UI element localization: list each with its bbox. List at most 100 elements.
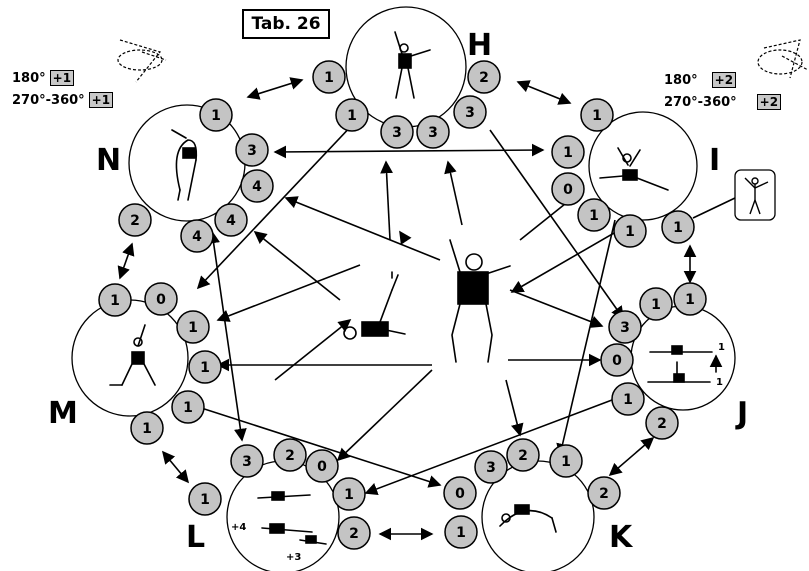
- score-badge-i3: 0: [552, 173, 584, 205]
- score-badge-value: 1: [324, 70, 334, 86]
- score-badge-value: 3: [247, 143, 257, 159]
- station-label-m: M: [48, 396, 78, 431]
- l-note-bottom: +3: [286, 552, 301, 563]
- table-label: Tab. 26: [242, 9, 330, 39]
- score-badge-h2: 2: [468, 61, 500, 93]
- score-badge-value: 1: [589, 208, 599, 224]
- score-badge-value: 2: [285, 448, 295, 464]
- score-badge-value: 1: [561, 454, 571, 470]
- score-badge-l3: 0: [306, 450, 338, 482]
- left-rot-line2-angle: 270°-360°: [12, 93, 85, 108]
- score-badge-value: 1: [673, 220, 683, 236]
- left-rot-line1-angle: 180°: [12, 71, 46, 86]
- score-badge-h1: 1: [313, 61, 345, 93]
- score-badge-value: 4: [252, 179, 262, 195]
- right-rot-line1-angle: 180°: [664, 73, 698, 88]
- station-circle-m: [72, 300, 188, 416]
- score-badge-value: 1: [651, 297, 661, 313]
- score-badge-value: 2: [599, 486, 609, 502]
- score-badge-i6: 1: [662, 211, 694, 243]
- score-badge-j4: 0: [601, 344, 633, 376]
- score-badge-m6: 1: [131, 412, 163, 444]
- right-rot-line2-bonus: +2: [757, 94, 781, 110]
- score-badge-value: 0: [317, 459, 327, 475]
- score-badge-k3: 1: [550, 445, 582, 477]
- score-badge-value: 4: [192, 229, 202, 245]
- score-badge-value: 1: [183, 400, 193, 416]
- score-badge-value: 2: [518, 448, 528, 464]
- score-badge-j6: 2: [646, 407, 678, 439]
- score-badge-k4: 0: [444, 477, 476, 509]
- figure-center-icon: [450, 240, 510, 362]
- score-badge-k6: 2: [588, 477, 620, 509]
- left-rotation-legend: 180°+1 270°-360°+1: [12, 68, 113, 112]
- j-note-top: 1: [718, 342, 725, 353]
- score-badge-value: 0: [563, 182, 573, 198]
- score-badge-value: 1: [188, 320, 198, 336]
- rotation-left-icon: [118, 40, 166, 82]
- score-badge-h6: 3: [454, 96, 486, 128]
- station-label-i: I: [709, 143, 720, 178]
- station-label-j: J: [737, 396, 748, 431]
- score-badge-value: 2: [479, 70, 489, 86]
- score-badge-i5: 1: [614, 215, 646, 247]
- score-badge-value: 3: [620, 320, 630, 336]
- score-badge-n6: 2: [119, 204, 151, 236]
- score-badge-j1: 1: [640, 288, 672, 320]
- score-badge-value: 1: [110, 293, 120, 309]
- score-badge-i1: 1: [581, 99, 613, 131]
- score-badge-value: 3: [392, 125, 402, 141]
- j-note-bottom: 1: [716, 377, 723, 388]
- left-rot-line1-bonus: +1: [50, 70, 74, 86]
- score-badge-h5: 3: [417, 116, 449, 148]
- score-badge-value: 1: [142, 421, 152, 437]
- score-badge-n3: 4: [241, 170, 273, 202]
- score-badge-l2: 2: [274, 439, 306, 471]
- score-badge-m2: 0: [145, 283, 177, 315]
- right-rot-line2-angle: 270°-360°: [664, 95, 737, 110]
- score-badge-value: 1: [211, 108, 221, 124]
- score-badge-value: 3: [465, 105, 475, 121]
- right-rotation-legend: 180° +2 270°-360° +2: [664, 70, 781, 114]
- station-label-l: L: [186, 520, 205, 555]
- score-badge-j3: 3: [609, 311, 641, 343]
- score-badge-j5: 1: [612, 383, 644, 415]
- score-badge-value: 4: [226, 213, 236, 229]
- score-badge-h4: 3: [381, 116, 413, 148]
- l-note-left: +4: [231, 522, 246, 533]
- score-badge-value: 2: [657, 416, 667, 432]
- score-badge-value: 1: [456, 525, 466, 541]
- station-circle-j: [631, 306, 735, 410]
- score-badge-m1: 1: [99, 284, 131, 316]
- score-badge-m3: 1: [177, 311, 209, 343]
- score-badge-l4: 1: [333, 478, 365, 510]
- score-badge-i4: 1: [578, 199, 610, 231]
- score-badge-n2: 3: [236, 134, 268, 166]
- score-badge-i2: 1: [552, 136, 584, 168]
- score-badge-value: 0: [455, 486, 465, 502]
- score-badge-m4: 1: [189, 351, 221, 383]
- score-badge-j2: 1: [674, 283, 706, 315]
- score-badge-value: 1: [592, 108, 602, 124]
- score-badge-n4: 4: [215, 204, 247, 236]
- station-label-k: K: [609, 520, 632, 555]
- station-label-n: N: [96, 143, 121, 178]
- figure-center-floor-icon: [344, 272, 405, 339]
- right-rot-line1-bonus: +2: [712, 72, 736, 88]
- score-badge-n1: 1: [200, 99, 232, 131]
- score-badge-l5: 1: [189, 483, 221, 515]
- score-badge-value: 1: [563, 145, 573, 161]
- score-badge-k5: 1: [445, 516, 477, 548]
- score-badge-value: 1: [625, 224, 635, 240]
- score-badge-value: 3: [242, 454, 252, 470]
- score-badge-value: 0: [156, 292, 166, 308]
- score-badge-value: 1: [200, 492, 210, 508]
- score-badge-value: 2: [349, 526, 359, 542]
- score-badge-value: 0: [612, 353, 622, 369]
- station-label-h: H: [467, 28, 492, 63]
- score-badge-value: 1: [685, 292, 695, 308]
- score-badge-l1: 3: [231, 445, 263, 477]
- score-badge-m5: 1: [172, 391, 204, 423]
- score-badge-l6: 2: [338, 517, 370, 549]
- score-badge-value: 1: [347, 108, 357, 124]
